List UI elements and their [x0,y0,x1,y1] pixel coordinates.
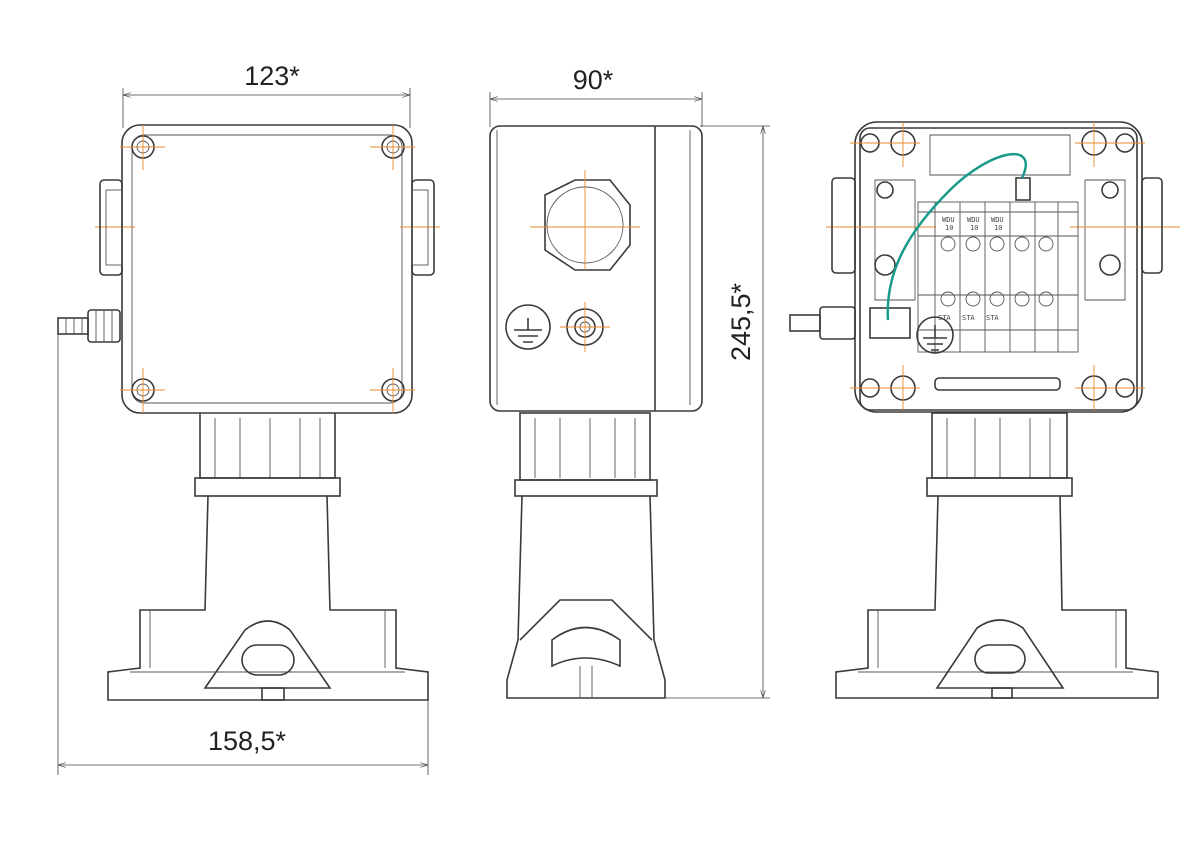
ground-wire [886,153,1028,321]
front-view [57,124,440,701]
dimension-width-total: 158,5* [208,726,287,756]
dimension-depth-side: 90* [573,65,614,95]
side-view [489,125,703,699]
terminal-label: WDU [942,216,955,224]
dimension-width-front: 123* [244,61,300,91]
screw-icon [131,135,405,402]
dimension-lines [57,88,770,775]
terminal-label: STA [938,314,951,322]
terminal-label: 10 [970,224,978,232]
terminal-label: WDU [991,216,1004,224]
open-view: WDU 10 WDU 10 WDU 10 STA STA STA [789,121,1180,699]
ground-icon [916,316,954,354]
terminal-block: WDU 10 WDU 10 WDU 10 STA STA STA [917,201,1079,353]
screw-icon [860,130,1135,401]
dimension-height-total: 245,5* [726,282,756,361]
terminal-label: STA [986,314,999,322]
terminal-label: STA [962,314,975,322]
terminal-label: 10 [994,224,1002,232]
terminal-label: 10 [945,224,953,232]
terminal-label: WDU [967,216,980,224]
